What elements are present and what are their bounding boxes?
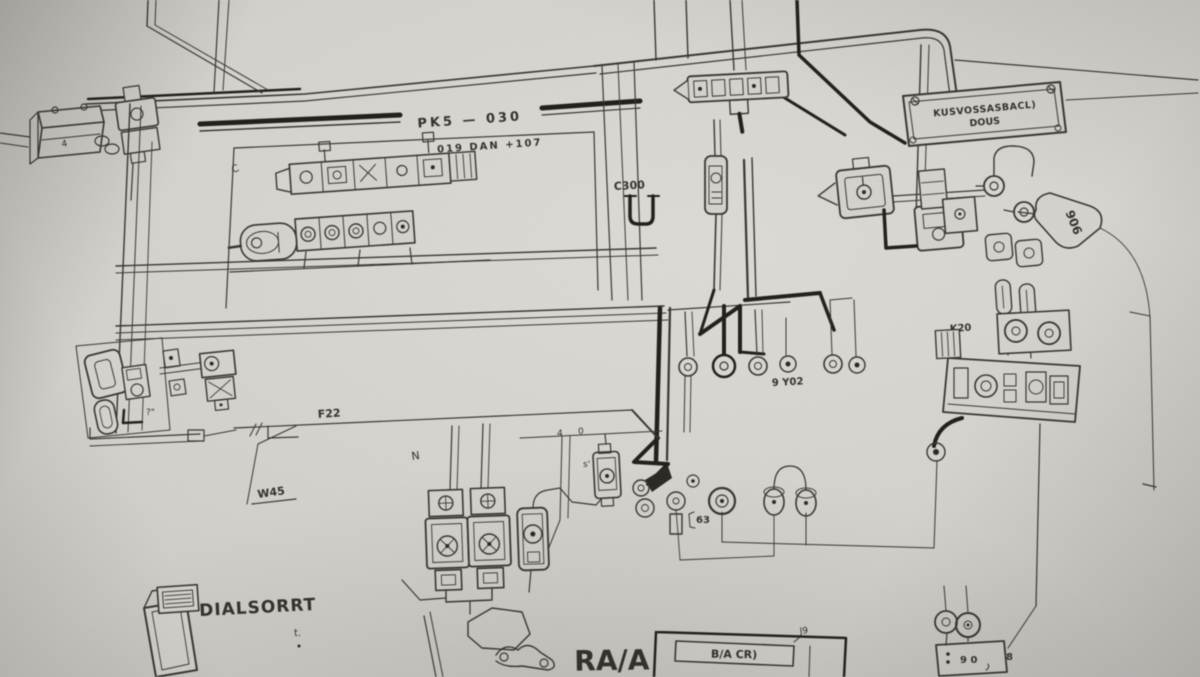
photo-of-wiring-diagram: 4 (0, 0, 1200, 677)
paper-grain (0, 0, 1200, 677)
